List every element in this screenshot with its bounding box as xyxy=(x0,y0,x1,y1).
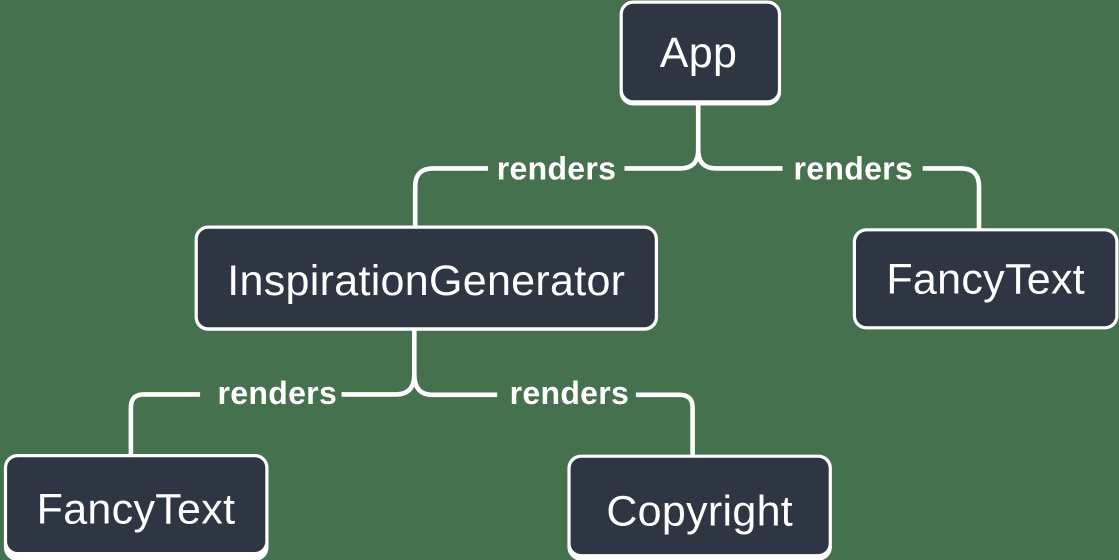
svg-text:renders: renders xyxy=(218,375,338,411)
svg-text:renders: renders xyxy=(510,375,630,411)
svg-text:renders: renders xyxy=(497,151,617,187)
svg-text:FancyText: FancyText xyxy=(37,486,236,534)
svg-text:Copyright: Copyright xyxy=(606,488,793,536)
svg-text:renders: renders xyxy=(794,151,914,187)
svg-text:App: App xyxy=(660,29,737,77)
svg-text:FancyText: FancyText xyxy=(886,256,1085,304)
svg-text:InspirationGenerator: InspirationGenerator xyxy=(227,257,625,305)
